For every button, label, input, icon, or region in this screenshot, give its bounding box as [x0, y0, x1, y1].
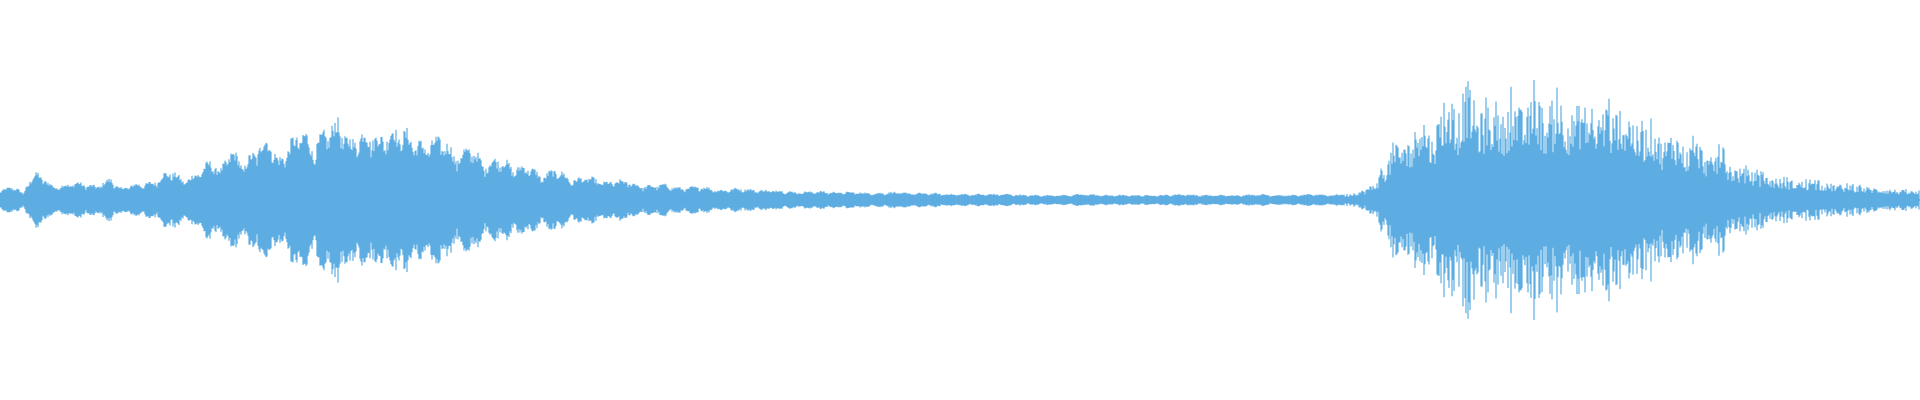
- audio-waveform: [0, 79, 1920, 321]
